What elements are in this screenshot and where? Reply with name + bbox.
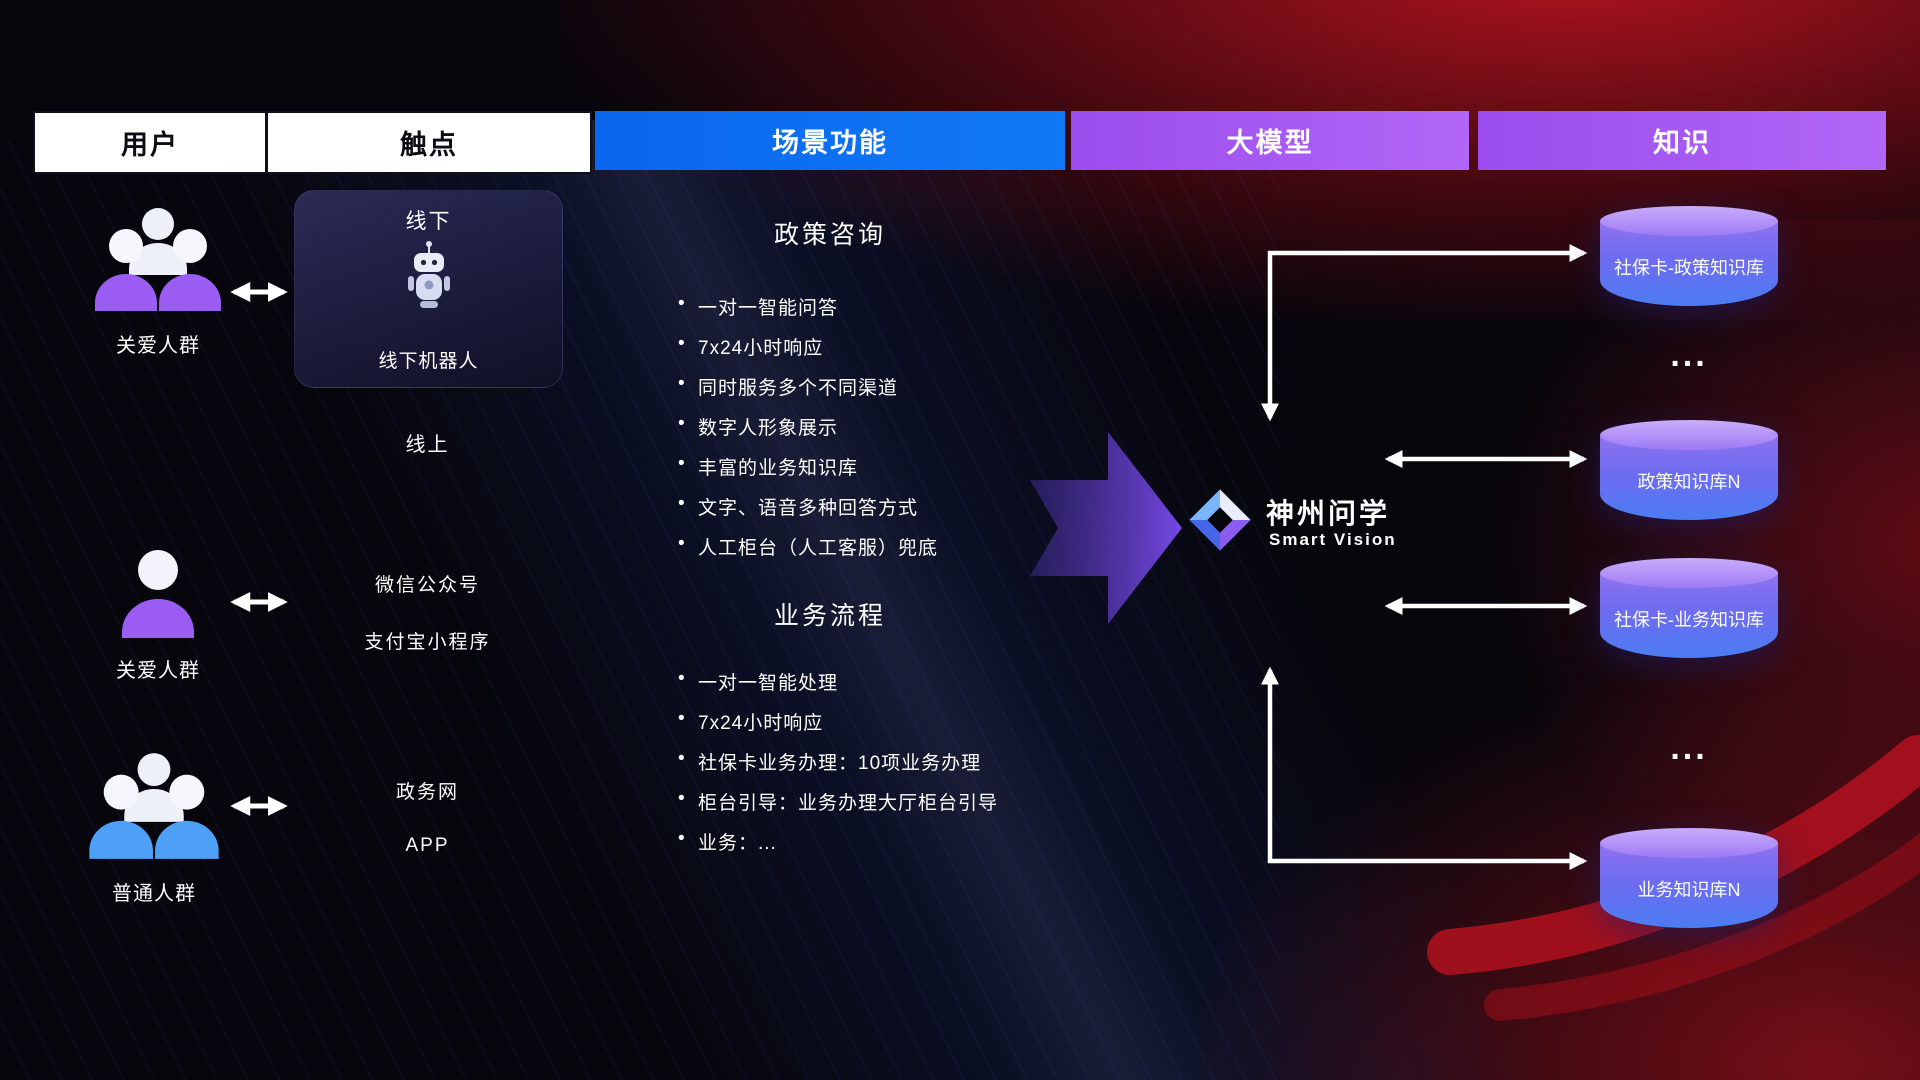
user-label: 普通人群 <box>112 883 196 905</box>
db-business-n: 业务知识库N <box>1600 828 1778 928</box>
header-col-scenarios: 场景功能 <box>595 111 1065 170</box>
header-col-users-label: 用户 <box>121 130 179 160</box>
channel-wechat: 微信公众号 <box>374 575 480 596</box>
offline-robot-label: 线下机器人 <box>378 351 479 372</box>
db-cylinder-top <box>1600 420 1778 450</box>
user-single-care: 关爱人群 <box>78 548 238 683</box>
list-item: 社保卡业务办理：10项业务办理 <box>676 748 998 775</box>
model-subtitle: Smart Vision <box>1269 530 1397 549</box>
header-col-knowledge: 知识 <box>1478 111 1886 170</box>
offline-title: 线下 <box>405 210 452 233</box>
list-item: 业务：... <box>676 828 998 855</box>
person-icon <box>122 550 194 638</box>
list-item: 7x24小时响应 <box>676 333 938 360</box>
offline-touchpoint-card: 线下 线下机器人 <box>294 190 563 388</box>
scenario-process-list: 一对一智能处理 7x24小时响应 社保卡业务办理：10项业务办理 柜台引导：业务… <box>676 668 998 868</box>
flow-arrow-right <box>1030 424 1182 637</box>
scenario-policy-list: 一对一智能问答 7x24小时响应 同时服务多个不同渠道 数字人形象展示 丰富的业… <box>676 293 938 573</box>
header-col-knowledge-label: 知识 <box>1653 128 1711 158</box>
header-col-touchpoints-label: 触点 <box>400 130 458 160</box>
robot-icon <box>295 239 562 313</box>
header-col-model-label: 大模型 <box>1226 128 1314 158</box>
header-col-model: 大模型 <box>1071 111 1469 170</box>
db-label: 社保卡-业务知识库 <box>1614 610 1764 631</box>
online-title: 线上 <box>405 434 450 456</box>
user-group-care-1: 关爱人群 <box>78 203 238 358</box>
smart-vision-logo-icon <box>1186 486 1254 559</box>
db-business-social-card: 社保卡-业务知识库 <box>1600 558 1778 658</box>
list-item: 一对一智能处理 <box>676 668 998 695</box>
channel-alipay: 支付宝小程序 <box>364 632 491 653</box>
list-item: 同时服务多个不同渠道 <box>676 373 938 400</box>
db-cylinder-top <box>1600 828 1778 858</box>
header-col-users: 用户 <box>33 111 267 174</box>
list-item: 丰富的业务知识库 <box>676 453 938 480</box>
db-cylinder-top <box>1600 558 1778 588</box>
list-item: 人工柜台（人工客服）兜底 <box>676 533 938 560</box>
list-item: 7x24小时响应 <box>676 708 998 735</box>
knowledge-ellipsis-top: ... <box>1670 336 1708 374</box>
people-group-icon <box>95 208 221 311</box>
user-group-general: 普通人群 <box>74 748 234 906</box>
scenario-process-title: 业务流程 <box>773 602 886 630</box>
header-col-touchpoints: 触点 <box>266 111 592 174</box>
people-group-icon <box>89 753 219 859</box>
list-item: 数字人形象展示 <box>676 413 938 440</box>
list-item: 柜台引导：业务办理大厅柜台引导 <box>676 788 998 815</box>
model-name: 神州问学 <box>1266 498 1391 529</box>
db-cylinder-top <box>1600 206 1778 236</box>
db-label: 政策知识库N <box>1637 472 1741 493</box>
channel-app: APP <box>405 835 450 856</box>
header-col-scenarios-label: 场景功能 <box>772 128 888 158</box>
user-label: 关爱人群 <box>116 660 200 682</box>
db-label: 业务知识库N <box>1637 880 1741 901</box>
list-item: 文字、语音多种回答方式 <box>676 493 938 520</box>
scenario-policy-title: 政策咨询 <box>773 221 886 249</box>
db-policy-n: 政策知识库N <box>1600 420 1778 520</box>
db-policy-social-card: 社保卡-政策知识库 <box>1600 206 1778 306</box>
channel-gov-web: 政务网 <box>395 782 459 803</box>
list-item: 一对一智能问答 <box>676 293 938 320</box>
knowledge-ellipsis-bottom: ... <box>1670 729 1708 767</box>
db-label: 社保卡-政策知识库 <box>1614 258 1764 279</box>
user-label: 关爱人群 <box>116 335 200 357</box>
